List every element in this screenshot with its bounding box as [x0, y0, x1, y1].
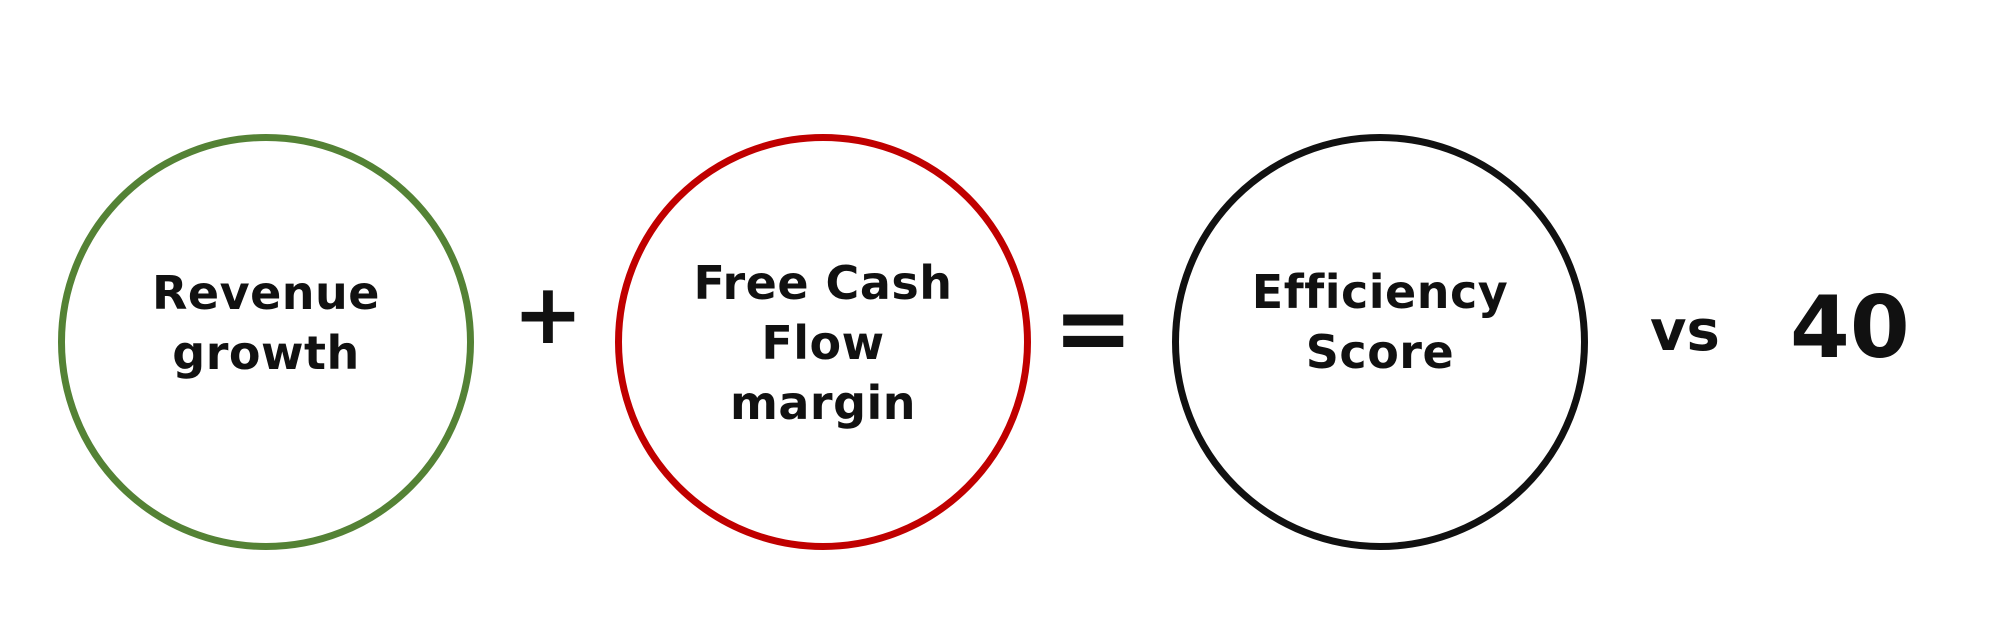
free-cash-flow-margin-circle: Free Cash Flow margin — [615, 134, 1031, 550]
efficiency-score-circle: Efficiency Score — [1172, 134, 1588, 550]
revenue-growth-label: Revenue growth — [152, 266, 380, 380]
plus-operator: + — [512, 265, 584, 363]
equals-operator: = — [1053, 272, 1134, 384]
benchmark-value: 40 — [1790, 278, 1910, 378]
vs-label: vs — [1650, 299, 1720, 364]
free-cash-flow-margin-label: Free Cash Flow margin — [693, 256, 953, 430]
revenue-growth-circle: Revenue growth — [58, 134, 474, 550]
efficiency-score-label: Efficiency Score — [1251, 265, 1509, 379]
